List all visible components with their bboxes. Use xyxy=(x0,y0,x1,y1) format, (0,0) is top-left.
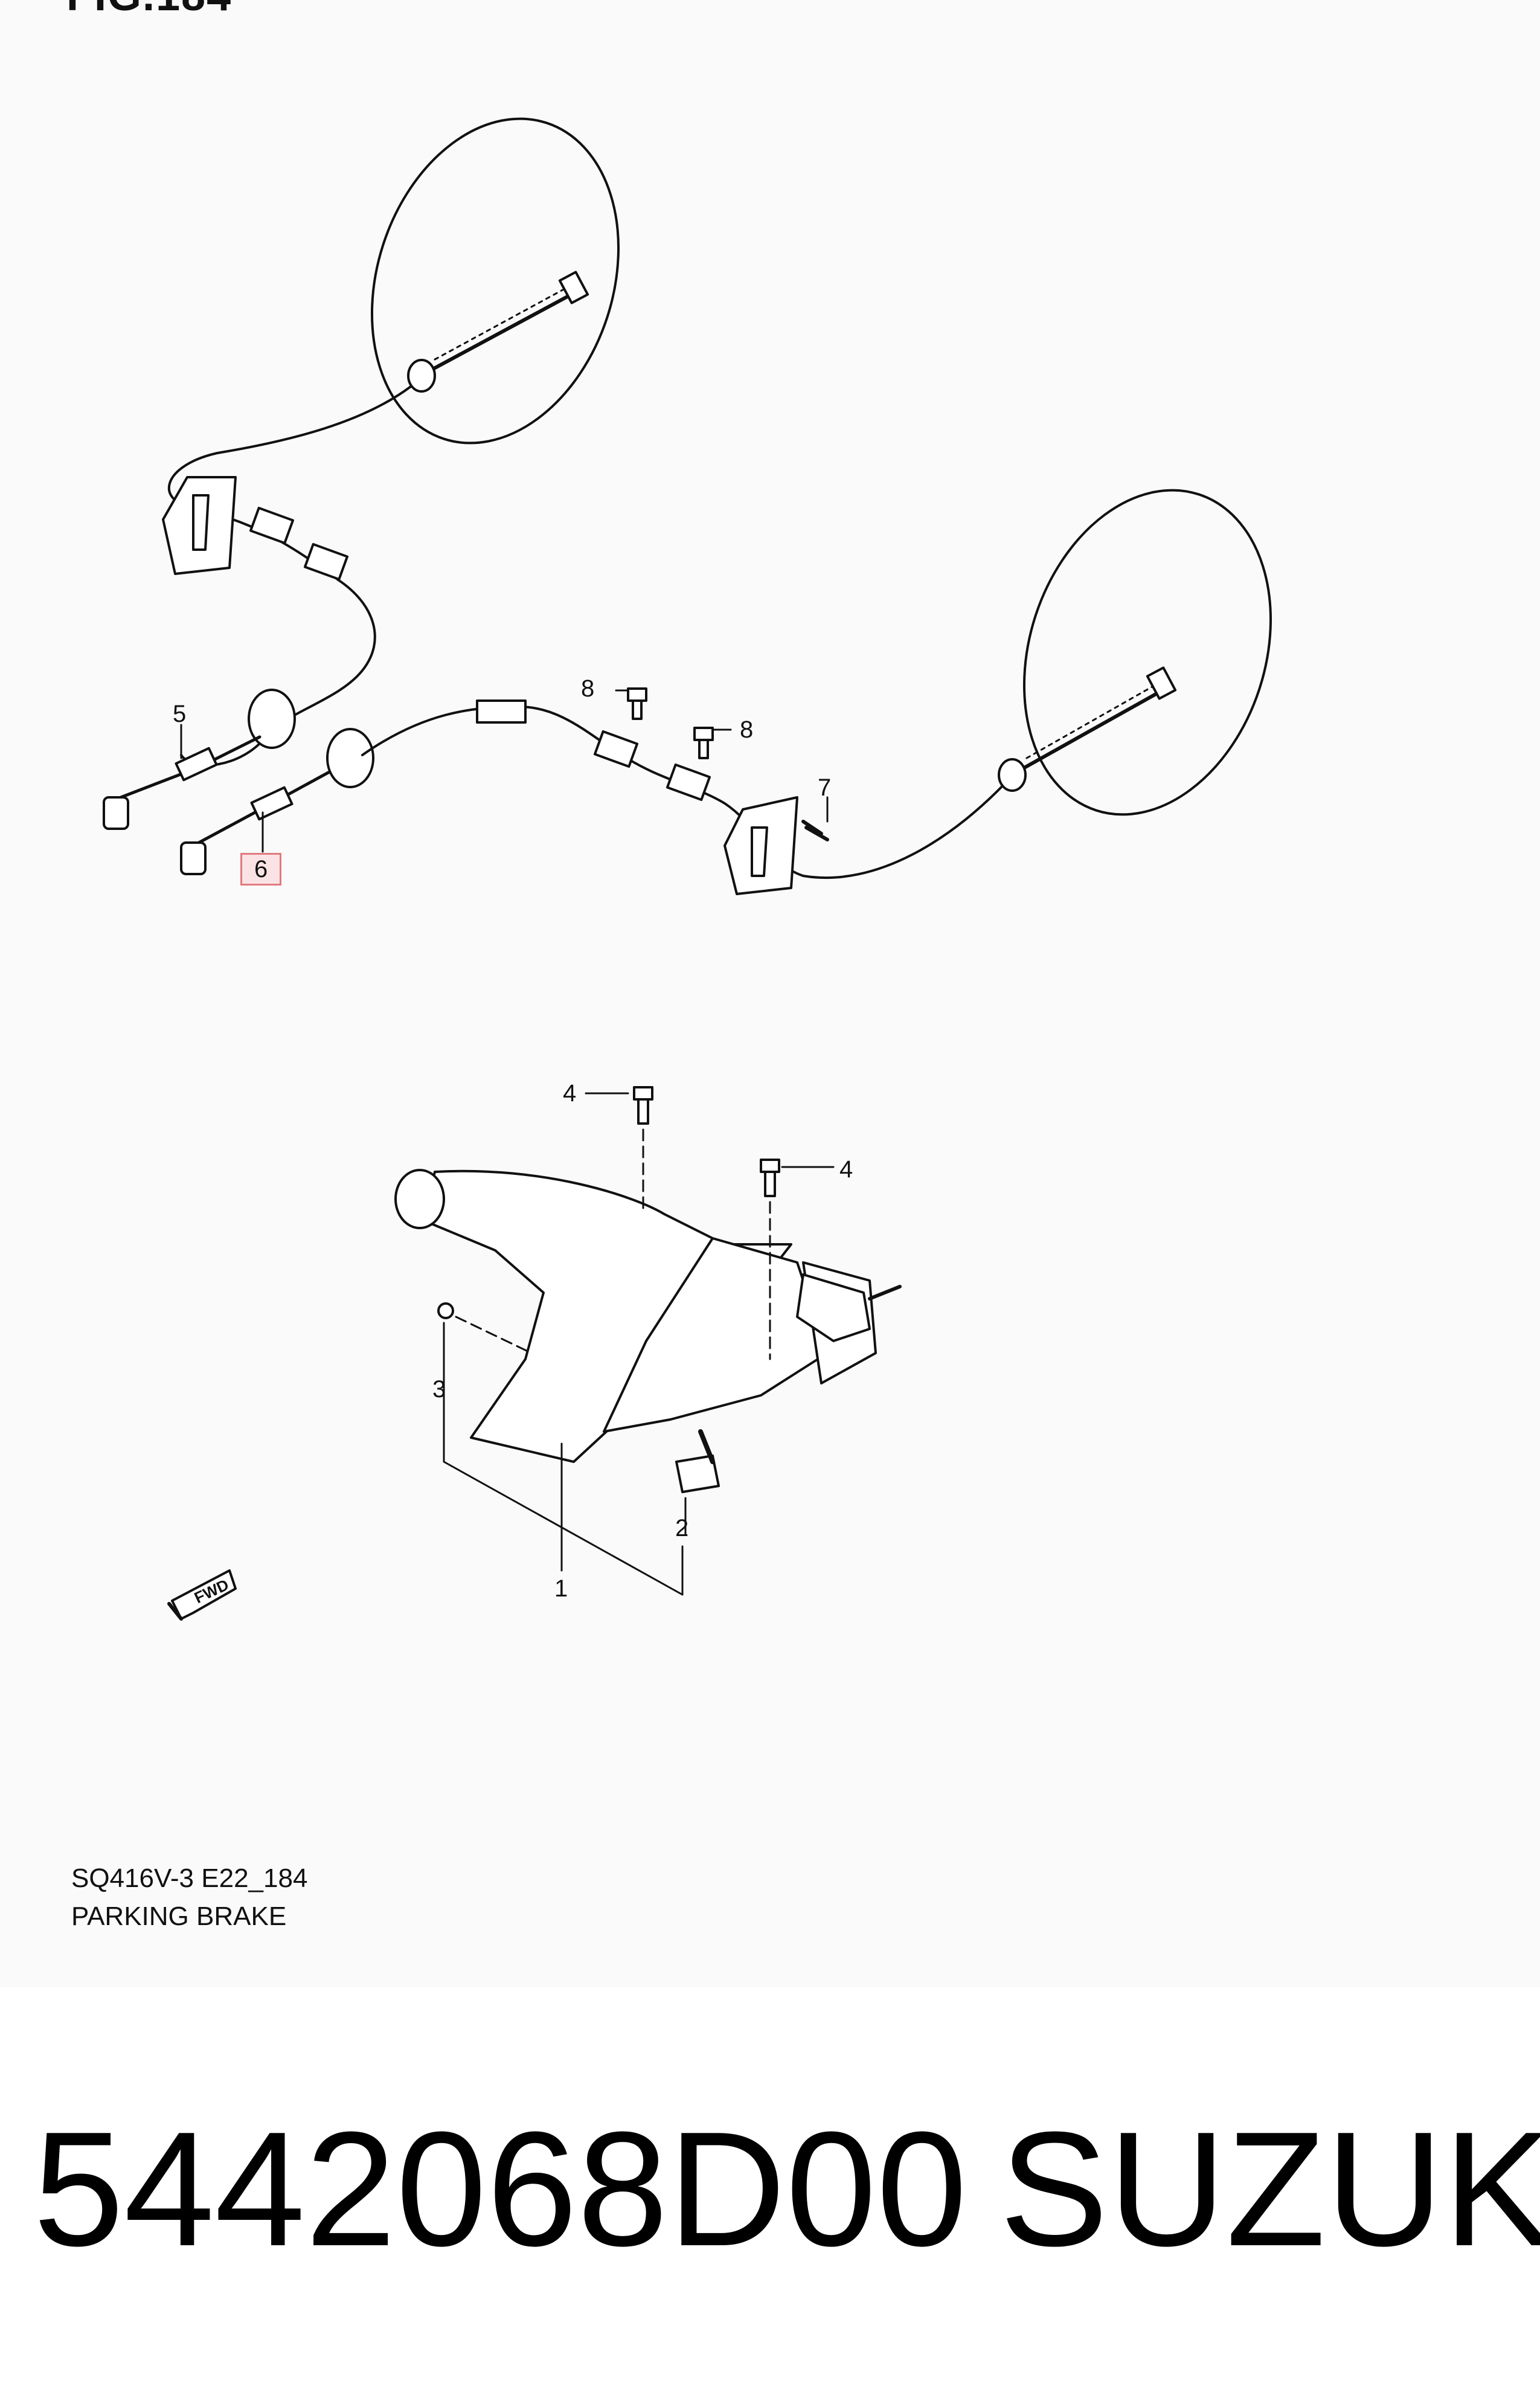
right-clamp-a xyxy=(593,730,639,768)
callout-8b[interactable]: 8 xyxy=(740,716,754,743)
lever-body xyxy=(422,1169,792,1463)
callout-6[interactable]: 6 xyxy=(240,853,282,886)
cable-5-cap xyxy=(103,796,129,830)
caption-name: PARKING BRAKE xyxy=(71,1902,287,1931)
brake-drum-disc-right xyxy=(1023,489,1272,816)
callout-4a[interactable]: 4 xyxy=(563,1080,577,1107)
part-number: 5442068D00 xyxy=(33,2098,967,2280)
right-grommet xyxy=(326,728,374,788)
callout-5[interactable]: 5 xyxy=(173,701,187,727)
left-clamp-a xyxy=(249,506,295,545)
bolt-8a xyxy=(627,687,647,720)
bolt-7 xyxy=(801,820,829,841)
figure-title: FIG.184 xyxy=(66,0,232,21)
callout-4b[interactable]: 4 xyxy=(839,1156,853,1183)
bolt-8b xyxy=(693,727,714,759)
equalizer xyxy=(796,1273,871,1342)
left-bracket xyxy=(162,476,237,575)
right-clamp-b xyxy=(666,763,711,802)
left-grommet xyxy=(248,689,296,749)
lever-knob xyxy=(394,1169,445,1229)
brand-name: SUZUKI xyxy=(999,2098,1540,2280)
right-bracket xyxy=(723,796,798,895)
bolt-4a xyxy=(633,1086,653,1125)
right-cable-threaded-end xyxy=(1013,687,1167,775)
callout-3[interactable]: 3 xyxy=(432,1376,446,1403)
callout-7[interactable]: 7 xyxy=(818,774,832,801)
ratchet-clip xyxy=(675,1455,720,1493)
callout-1[interactable]: 1 xyxy=(554,1575,568,1602)
caption-code: SQ416V-3 E22_184 xyxy=(71,1863,308,1893)
bolt-3 xyxy=(437,1302,454,1319)
cable-sleeve xyxy=(476,699,527,724)
parking-brake-diagram: FWD xyxy=(103,117,1272,1621)
bolt-4b xyxy=(760,1159,780,1197)
left-cable-threaded-end xyxy=(421,288,582,376)
brake-drum-disc-left xyxy=(371,117,620,445)
callout-2[interactable]: 2 xyxy=(675,1515,689,1542)
cable-6-cap xyxy=(180,841,207,875)
callout-8a[interactable]: 8 xyxy=(581,675,595,702)
left-clamp-b xyxy=(303,542,349,581)
diagram-panel: FIG.184 xyxy=(66,0,1272,1931)
